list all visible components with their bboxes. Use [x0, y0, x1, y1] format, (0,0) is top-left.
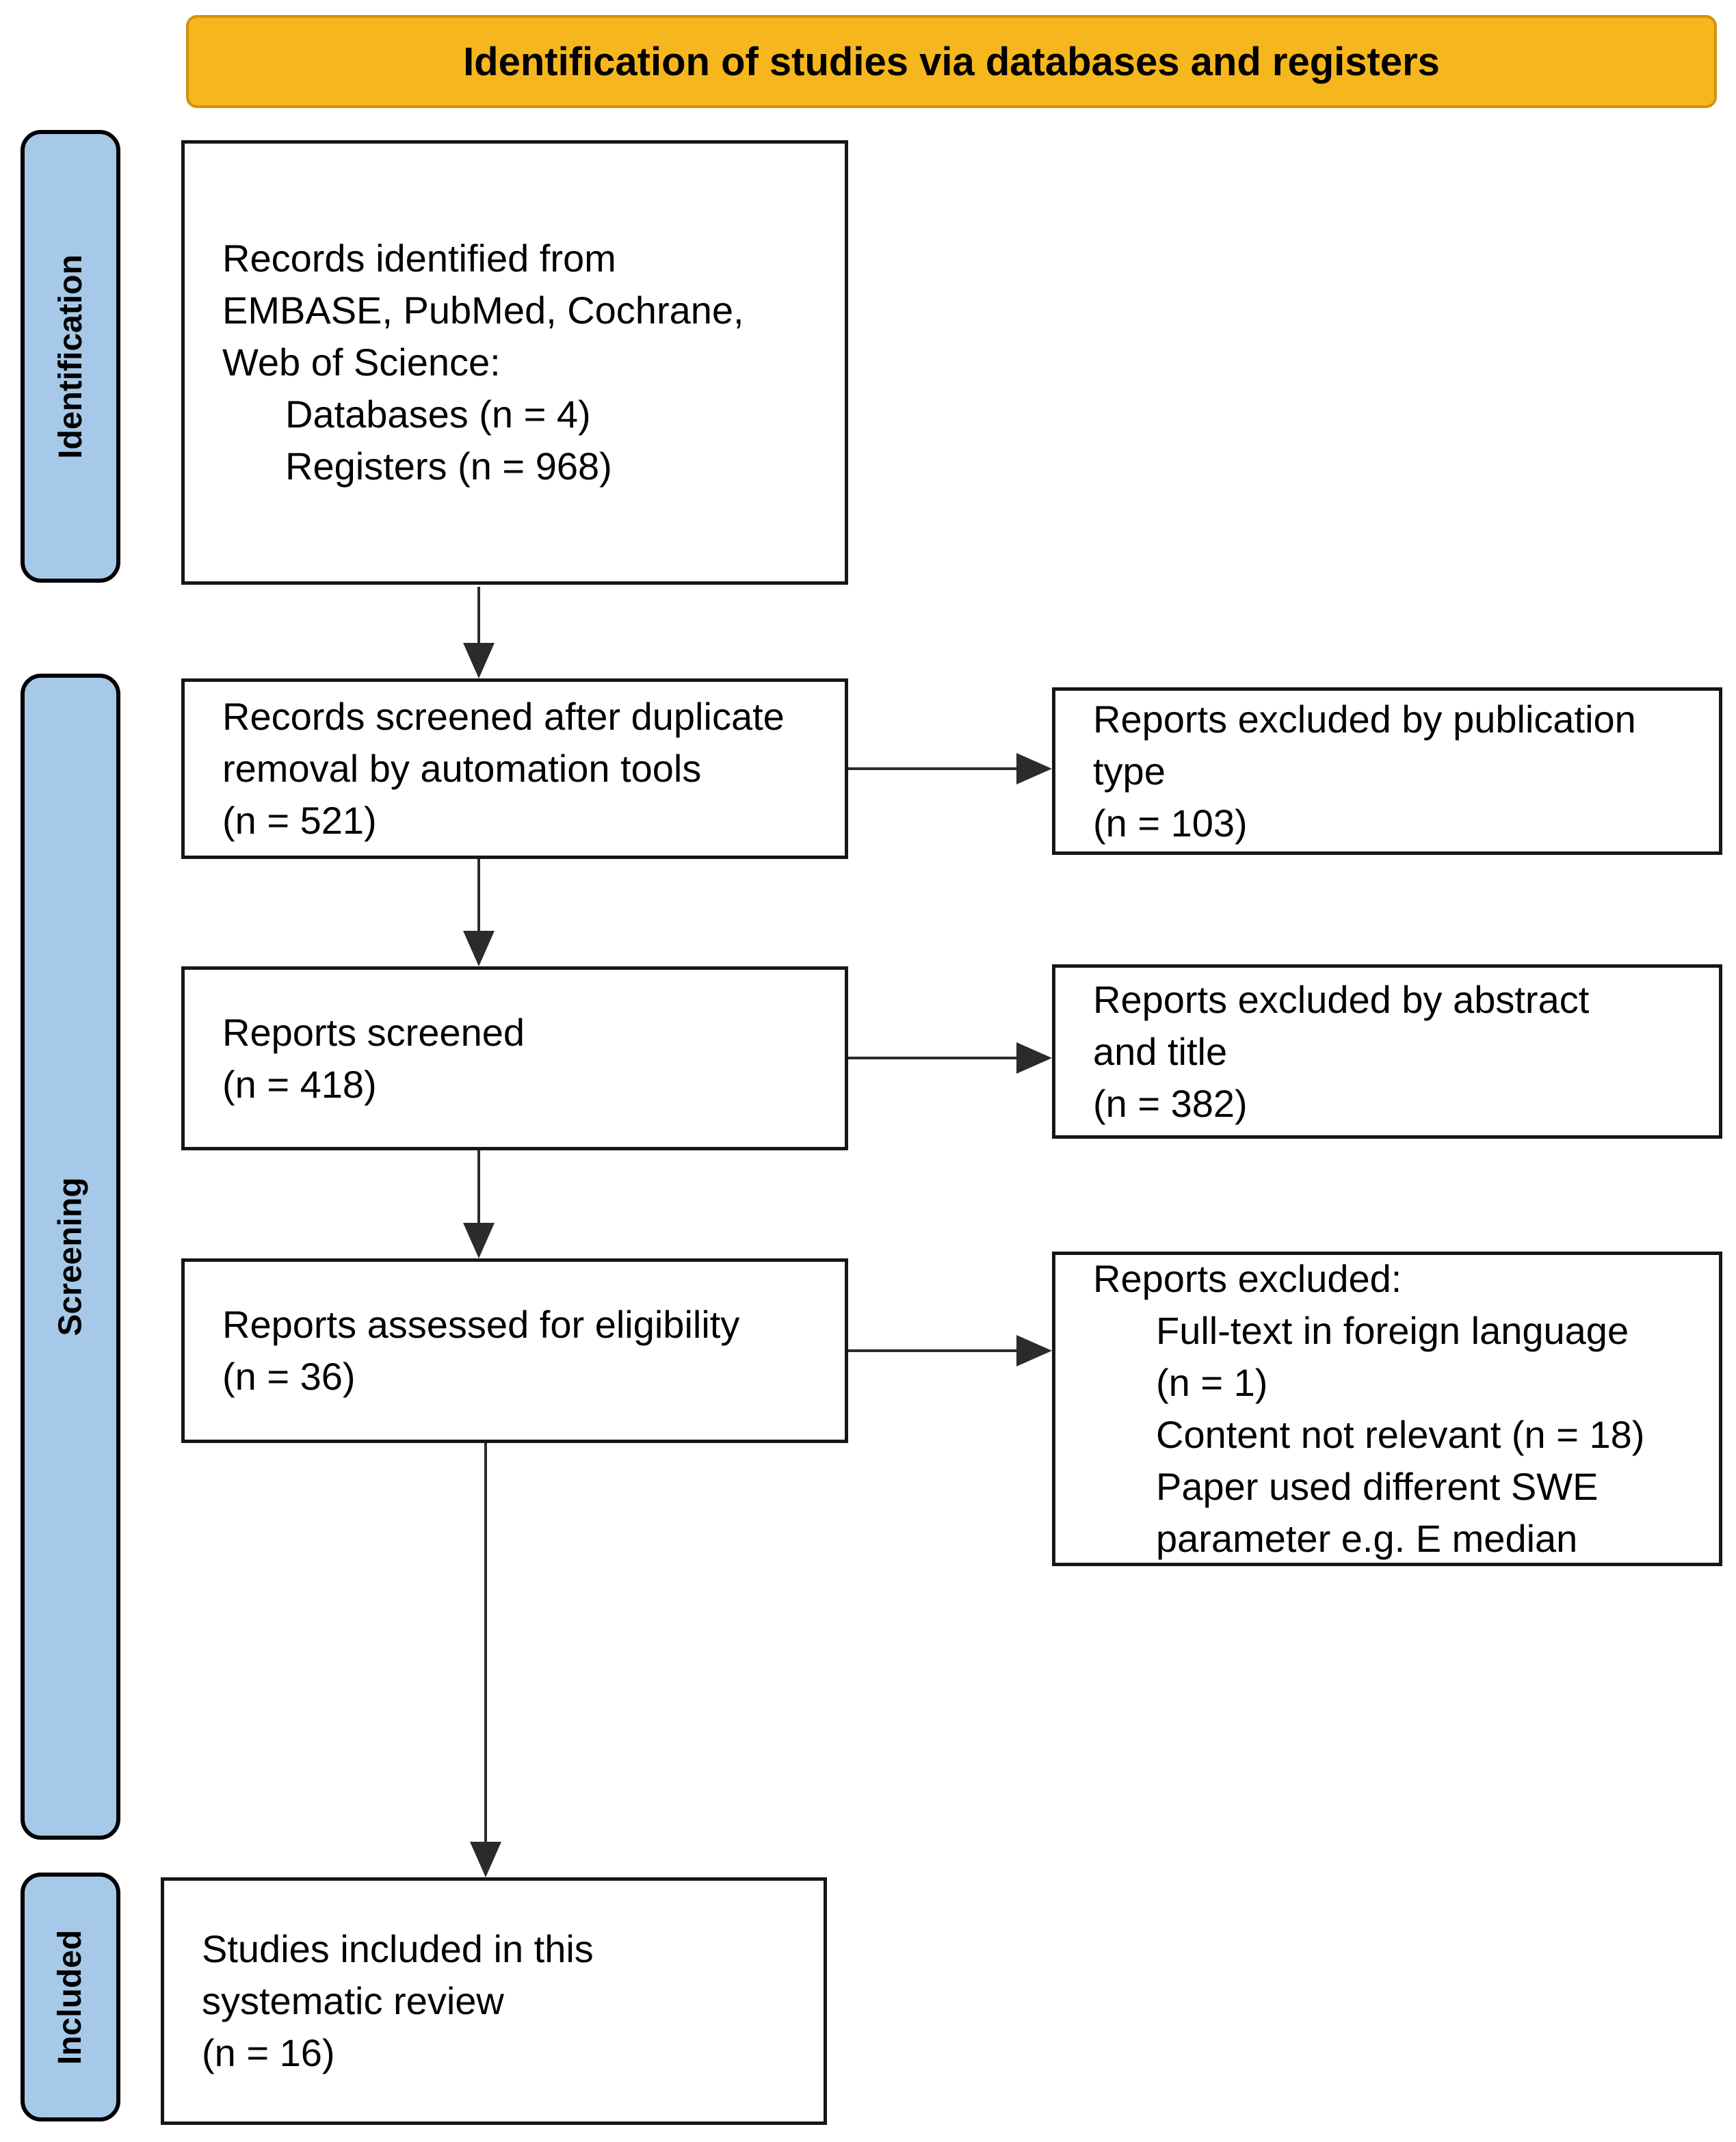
stage-label-identification: Identification [52, 254, 89, 459]
box-reports-assessed: Reports assessed for eligibility (n = 36… [181, 1258, 848, 1443]
box-reports-screened: Reports screened (n = 418) [181, 966, 848, 1150]
box-studies-included: Studies included in this systematic revi… [161, 1877, 827, 2125]
box-line: Reports assessed for eligibility [222, 1303, 740, 1346]
arrow-records-screened-to-reports-screened [463, 859, 495, 966]
box-line: (n = 103) [1093, 801, 1248, 845]
box-line: Reports excluded: [1093, 1257, 1402, 1300]
box-excluded-publication: Reports excluded by publication type (n … [1052, 687, 1722, 855]
box-line: EMBASE, PubMed, Cochrane, [222, 289, 744, 332]
box-line: Web of Science: [222, 341, 501, 384]
arrow-identified-to-records-screened [463, 587, 495, 678]
box-records-identified: Records identified from EMBASE, PubMed, … [181, 140, 848, 585]
box-line: Paper used different SWE [1156, 1465, 1599, 1508]
box-line: Studies included in this [202, 1927, 594, 1970]
box-line: Content not relevant (n = 18) [1156, 1413, 1645, 1456]
box-line: Reports excluded by publication [1093, 697, 1636, 741]
header-banner: Identification of studies via databases … [186, 15, 1717, 108]
box-line: Reports screened [222, 1010, 525, 1054]
box-line: systematic review [202, 1979, 504, 2022]
box-line: Registers (n = 968) [285, 445, 612, 488]
box-excluded-abstract: Reports excluded by abstract and title (… [1052, 964, 1722, 1139]
stage-included: Included [21, 1873, 120, 2121]
box-line: Records identified from [222, 237, 616, 280]
header-title: Identification of studies via databases … [463, 39, 1440, 84]
box-line: Reports excluded by abstract [1093, 977, 1590, 1021]
stage-label-included: Included [52, 1929, 89, 2065]
box-line: and title [1093, 1029, 1228, 1073]
arrow-assessed-to-included [470, 1443, 501, 1877]
box-line: (n = 382) [1093, 1081, 1248, 1125]
box-excluded-eligibility: Reports excluded: Full-text in foreign l… [1052, 1252, 1722, 1566]
box-line: (n = 521) [222, 799, 377, 842]
box-line: Databases (n = 4) [285, 393, 591, 436]
box-line: parameter e.g. E median [1156, 1517, 1578, 1560]
box-line: Full-text in foreign language [1156, 1309, 1629, 1352]
box-records-screened: Records screened after duplicate removal… [181, 678, 848, 859]
box-line: Records screened after duplicate [222, 695, 785, 738]
box-line: type [1093, 749, 1166, 793]
box-line: removal by automation tools [222, 747, 702, 790]
arrow-reports-screened-to-excluded-abstract [848, 1042, 1052, 1074]
box-line: (n = 36) [222, 1355, 356, 1398]
arrow-assessed-to-excluded-eligibility [848, 1335, 1052, 1366]
stage-screening: Screening [21, 674, 120, 1840]
box-line: (n = 16) [202, 2031, 335, 2074]
arrow-reports-screened-to-assessed [463, 1150, 495, 1258]
box-line: (n = 1) [1156, 1361, 1268, 1404]
stage-label-screening: Screening [52, 1177, 89, 1336]
box-line: (n = 418) [222, 1062, 377, 1106]
stage-identification: Identification [21, 130, 120, 583]
arrow-records-screened-to-excluded-publication [848, 753, 1052, 784]
